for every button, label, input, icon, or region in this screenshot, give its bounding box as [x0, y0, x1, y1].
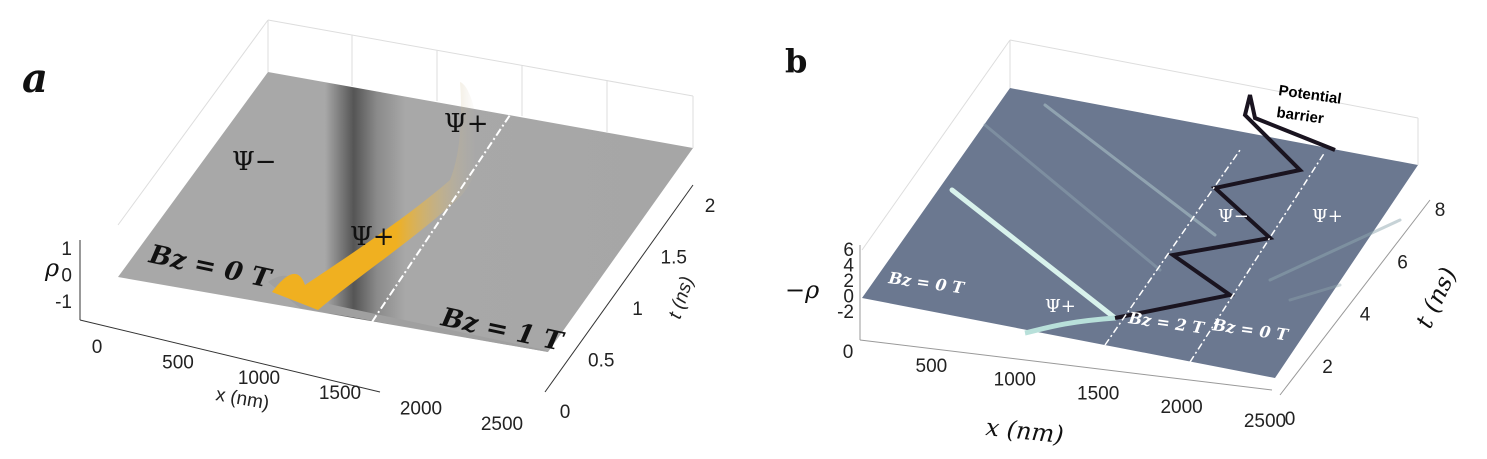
x-tick-label: 1500	[1077, 383, 1119, 404]
annotation-psi-plus-top-a: Ψ+	[444, 109, 489, 139]
axis-box-a	[117, 19, 694, 226]
annotation-psi-minus-b: Ψ−	[1218, 206, 1249, 227]
x-axis-b	[859, 339, 1273, 391]
psi-plus-path-a	[272, 82, 479, 310]
y-tick-label: 4	[1360, 305, 1371, 326]
x-tick-label: 1000	[994, 370, 1036, 391]
z-tick-label: -2	[837, 302, 854, 323]
z-tick-label: 4	[843, 256, 854, 277]
x-tick-label: 0	[843, 342, 854, 363]
boundary-line-a	[371, 111, 513, 323]
t-label-a: t (ns)	[665, 274, 698, 322]
x-tick-label: 500	[916, 356, 948, 377]
x-label-b: x (nm)	[984, 413, 1065, 449]
y-tick-label: 1.5	[661, 248, 687, 269]
x-tick-label: 2000	[400, 399, 442, 420]
x-tick-label: 2000	[1160, 397, 1202, 418]
y-tick-label: 1	[632, 299, 643, 320]
surface-b	[862, 88, 1418, 378]
annotation-psi-plus-right-b: Ψ+	[1312, 206, 1343, 227]
y-tick-label: 2	[705, 196, 716, 217]
z-tick-label: 6	[843, 240, 854, 261]
x-tick-label: 1000	[238, 368, 280, 389]
surface-a	[118, 72, 693, 352]
boundary-line-b1	[1104, 149, 1241, 346]
boundary-line-b2	[1189, 151, 1326, 363]
t-axis-b	[1279, 199, 1431, 396]
x-tick-label: 1500	[319, 383, 361, 404]
z-tick-label: 0	[843, 287, 854, 308]
y-tick-label: 2	[1322, 357, 1333, 378]
reflection-streaks-b	[949, 103, 1402, 321]
z-tick-label: 2	[843, 271, 854, 292]
y-tick-label: 8	[1435, 200, 1446, 221]
z-tick-label: 1	[61, 239, 72, 260]
panel-label-a: a	[22, 55, 48, 102]
psi-plus-streak-b	[949, 187, 1118, 321]
z-tick-label: -1	[55, 292, 72, 313]
annotation-barrier-line2-b: barrier	[1275, 104, 1325, 127]
y-tick-label: 0	[1285, 409, 1296, 430]
x-tick-label: 500	[162, 352, 194, 373]
annotation-barrier-line1-b: Potential	[1277, 82, 1342, 108]
axis-box-b	[861, 39, 1419, 251]
incident-wave-b	[1024, 315, 1116, 336]
z-label-b: −ρ	[785, 276, 819, 304]
psi-minus-zigzag-b	[1114, 94, 1336, 320]
z-label-a: ρ	[44, 254, 59, 282]
annotation-psi-plus-left-b: Ψ+	[1045, 296, 1076, 317]
annotation-psi-plus-mid-a: Ψ+	[350, 222, 395, 252]
x-tick-label: 2500	[1244, 411, 1286, 432]
annotation-psi-minus-a: Ψ−	[232, 147, 277, 177]
x-axis-a	[79, 319, 381, 393]
y-tick-label: 0	[560, 402, 571, 423]
t-axis-a	[544, 184, 694, 393]
panel-label-b: b	[785, 42, 807, 80]
t-label-b: t (ns)	[1410, 263, 1462, 333]
x-tick-label: 0	[92, 337, 103, 358]
y-tick-label: 6	[1397, 252, 1408, 273]
z-tick-label: 0	[61, 266, 72, 287]
x-tick-label: 2500	[481, 414, 523, 435]
y-tick-label: 0.5	[588, 351, 614, 372]
